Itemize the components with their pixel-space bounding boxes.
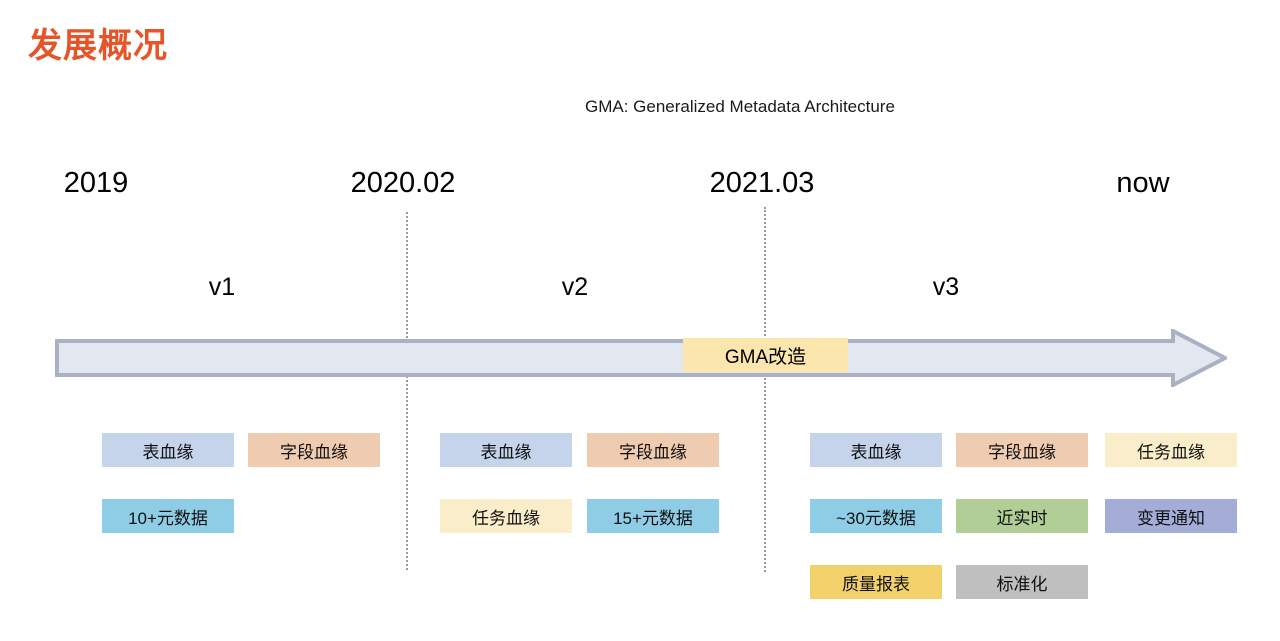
feature-tag[interactable]: 字段血缘 xyxy=(956,433,1088,467)
feature-tag[interactable]: 标准化 xyxy=(956,565,1088,599)
feature-tag[interactable]: 字段血缘 xyxy=(587,433,719,467)
feature-tag[interactable]: ~30元数据 xyxy=(810,499,942,533)
feature-tag-label: 表血缘 xyxy=(480,442,532,462)
version-label-v3: v3 xyxy=(932,273,960,301)
version-label-v1: v1 xyxy=(208,273,236,301)
feature-tag[interactable]: 15+元数据 xyxy=(587,499,719,533)
timeline-date-label-2019: 2019 xyxy=(63,167,129,199)
feature-tag-label: 近实时 xyxy=(996,508,1048,528)
timeline-divider-1 xyxy=(406,212,408,570)
timeline-date-label-2020-02: 2020.02 xyxy=(350,167,456,199)
feature-tag[interactable]: 质量报表 xyxy=(810,565,942,599)
feature-tag-label: 表血缘 xyxy=(142,442,194,462)
feature-tag-label: 字段血缘 xyxy=(619,442,687,462)
feature-tag[interactable]: 表血缘 xyxy=(102,433,234,467)
milestone-band-label: GMA改造 xyxy=(724,346,807,368)
timeline-date-label-now: now xyxy=(1116,167,1170,199)
feature-tag[interactable]: 10+元数据 xyxy=(102,499,234,533)
feature-tag-label: 表血缘 xyxy=(850,442,902,462)
feature-tag-label: 字段血缘 xyxy=(988,442,1056,462)
feature-tag[interactable]: 任务血缘 xyxy=(440,499,572,533)
feature-tag[interactable]: 字段血缘 xyxy=(248,433,380,467)
feature-tag[interactable]: 表血缘 xyxy=(440,433,572,467)
gma-acronym-note: GMA: Generalized Metadata Architecture xyxy=(585,97,895,116)
feature-tag-label: 标准化 xyxy=(996,574,1048,594)
timeline-arrow xyxy=(55,329,1227,387)
feature-tag-label: 任务血缘 xyxy=(472,508,540,528)
feature-tag[interactable]: 变更通知 xyxy=(1105,499,1237,533)
milestone-band-gma[interactable]: GMA改造 xyxy=(683,338,848,372)
feature-tag-label: 字段血缘 xyxy=(280,442,348,462)
timeline-date-label-2021-03: 2021.03 xyxy=(709,167,815,199)
version-label-v2: v2 xyxy=(561,273,589,301)
feature-tag-label: 10+元数据 xyxy=(128,508,208,528)
feature-tag-label: ~30元数据 xyxy=(836,508,916,528)
feature-tag-label: 变更通知 xyxy=(1137,508,1205,528)
timeline-divider-2 xyxy=(764,207,766,572)
feature-tag[interactable]: 任务血缘 xyxy=(1105,433,1237,467)
feature-tag-label: 15+元数据 xyxy=(613,508,693,528)
feature-tag-label: 质量报表 xyxy=(842,574,910,594)
feature-tag[interactable]: 表血缘 xyxy=(810,433,942,467)
feature-tag[interactable]: 近实时 xyxy=(956,499,1088,533)
page-title: 发展概况 xyxy=(28,27,168,65)
feature-tag-label: 任务血缘 xyxy=(1137,442,1205,462)
